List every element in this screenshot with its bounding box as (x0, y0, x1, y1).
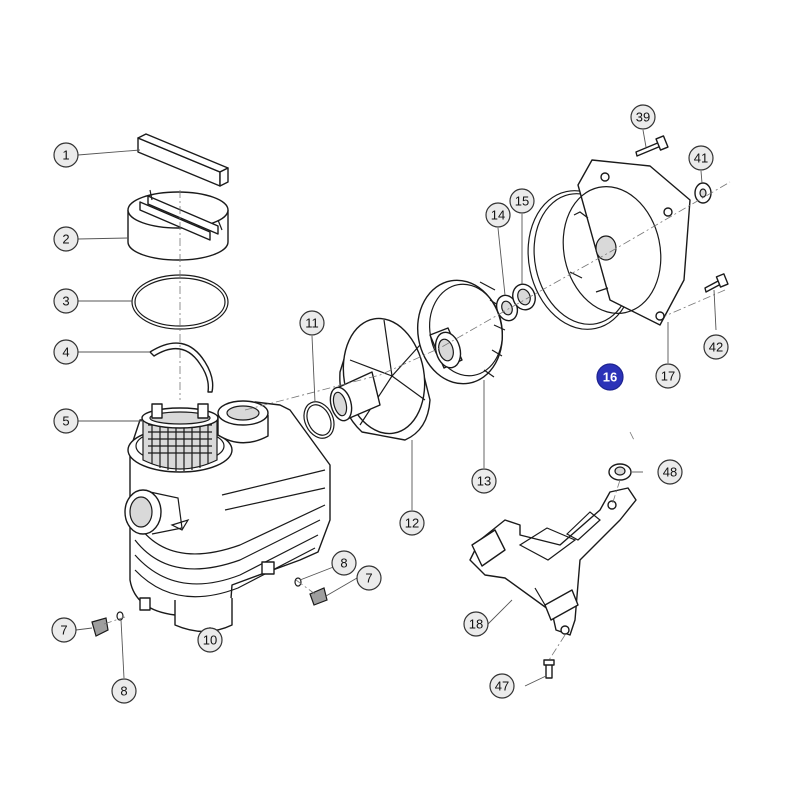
part-12-diffuser (329, 317, 431, 441)
part-11-o-ring (303, 401, 335, 439)
part-8-o-ring-right (294, 577, 302, 587)
callout-8-left-label: 8 (120, 684, 127, 699)
part-13-impeller (416, 279, 506, 385)
part-18-motor-bracket (469, 487, 637, 636)
assembly-centerlines (103, 181, 731, 661)
callout-12-label: 12 (405, 516, 419, 531)
callout-15[interactable]: 15 (509, 188, 535, 214)
leader-lines (75, 129, 717, 687)
callout-18[interactable]: 18 (463, 611, 489, 637)
callout-39-label: 39 (636, 110, 650, 125)
callout-39[interactable]: 39 (630, 104, 656, 130)
callout-18-label: 18 (469, 617, 483, 632)
callout-11-label: 11 (305, 316, 319, 331)
callout-41-label: 41 (694, 151, 708, 166)
callout-5[interactable]: 5 (53, 408, 79, 434)
part-47-screw (543, 659, 555, 679)
callout-13-label: 13 (477, 474, 491, 489)
part-7-drain-plug-left (91, 617, 109, 637)
callout-7-right-label: 7 (365, 571, 372, 586)
callout-7-left-label: 7 (60, 623, 67, 638)
callout-47-label: 47 (495, 679, 509, 694)
callout-47[interactable]: 47 (489, 673, 515, 699)
callout-14-label: 14 (491, 208, 505, 223)
callout-10-label: 10 (203, 633, 217, 648)
callout-1-label: 1 (62, 148, 69, 163)
part-41-washer (694, 182, 712, 204)
part-4-retaining-clip (149, 342, 214, 393)
callout-8-left[interactable]: 8 (111, 678, 137, 704)
part-42-bolt (704, 273, 729, 293)
callout-16-label: 16 (603, 370, 617, 385)
part-2-strainer-lid (127, 189, 229, 261)
callout-2[interactable]: 2 (53, 226, 79, 252)
part-7-drain-plug-right (309, 587, 328, 606)
callout-1[interactable]: 1 (53, 142, 79, 168)
callout-8-right-label: 8 (340, 556, 347, 571)
callout-7-left[interactable]: 7 (51, 617, 77, 643)
callout-48-label: 48 (663, 465, 677, 480)
part-48-grommet (608, 463, 632, 481)
callout-48[interactable]: 48 (657, 459, 683, 485)
callout-17-label: 17 (661, 369, 675, 384)
callout-42[interactable]: 42 (703, 334, 729, 360)
callout-16-highlighted[interactable]: 16 (596, 363, 624, 391)
callout-42-label: 42 (709, 340, 723, 355)
part-39-bolt (635, 135, 669, 157)
callout-41[interactable]: 41 (688, 145, 714, 171)
callout-7-right[interactable]: 7 (356, 565, 382, 591)
part-10-pump-housing (124, 400, 331, 633)
part-1-lid-handle (137, 133, 229, 187)
callout-14[interactable]: 14 (485, 202, 511, 228)
callout-3-label: 3 (62, 294, 69, 309)
part-17-seal-plate (562, 159, 691, 326)
callout-8-right[interactable]: 8 (331, 550, 357, 576)
callout-17[interactable]: 17 (655, 363, 681, 389)
part-8-o-ring-left (116, 611, 124, 621)
callout-10[interactable]: 10 (197, 627, 223, 653)
callout-4-label: 4 (62, 345, 69, 360)
callout-5-label: 5 (62, 414, 69, 429)
callout-2-label: 2 (62, 232, 69, 247)
callout-12[interactable]: 12 (399, 510, 425, 536)
callout-13[interactable]: 13 (471, 468, 497, 494)
callout-3[interactable]: 3 (53, 288, 79, 314)
callout-11[interactable]: 11 (299, 310, 325, 336)
callout-4[interactable]: 4 (53, 339, 79, 365)
callout-15-label: 15 (515, 194, 529, 209)
